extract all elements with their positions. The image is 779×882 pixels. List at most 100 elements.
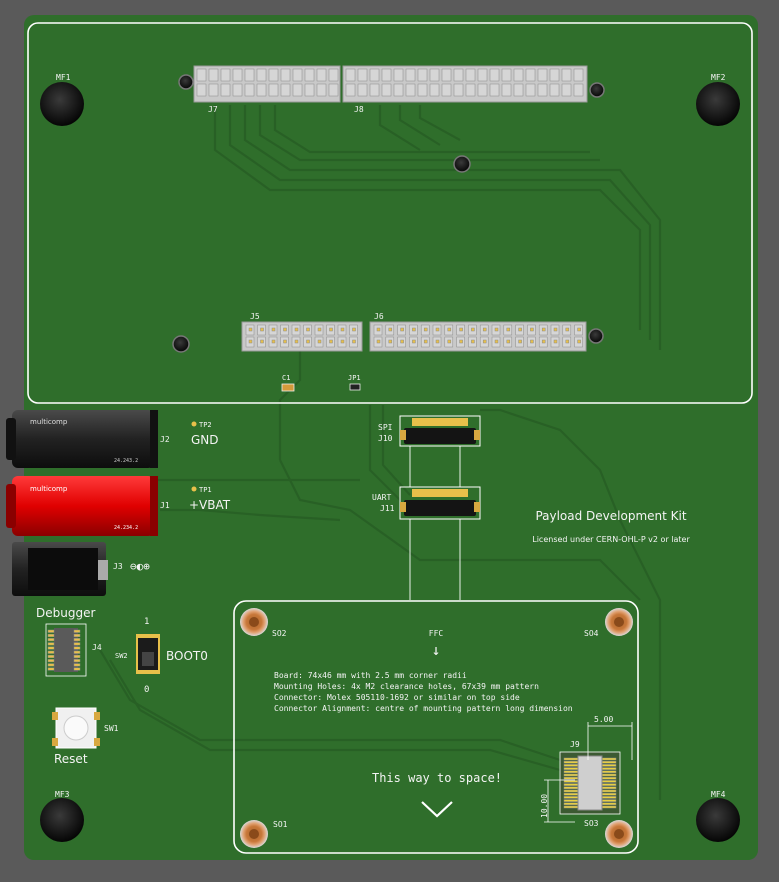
spi-label: SPI	[378, 423, 393, 432]
testpoint-tp1	[191, 486, 197, 492]
boot0-switch-sw2[interactable]: SW2 1 0	[115, 617, 160, 695]
j1-part-number: 24.234.2	[114, 525, 138, 531]
header-pin	[73, 646, 81, 650]
header-pin	[518, 327, 522, 332]
header-pin	[601, 786, 617, 790]
header-pin	[477, 83, 488, 97]
header-pin	[549, 83, 560, 97]
header-pin	[328, 68, 339, 82]
header-pin	[345, 68, 356, 82]
header-pin	[482, 339, 487, 344]
header-pin	[47, 629, 55, 633]
header-pin	[429, 83, 440, 97]
j3-polarity-symbol: ⊖◐⊕	[130, 560, 150, 573]
header-pin	[280, 83, 291, 97]
header-pin	[563, 786, 579, 790]
header-pin	[260, 339, 264, 344]
header-pin	[292, 68, 303, 82]
header-pin	[329, 327, 333, 332]
header-pin	[412, 339, 416, 344]
banana-jack-j2: multicomp 24.243.2 J2	[6, 410, 170, 468]
header-pin	[283, 327, 287, 332]
header-pin	[256, 68, 267, 82]
so3-label: SO3	[584, 819, 599, 828]
header-pin	[73, 638, 81, 642]
header-pin	[232, 68, 243, 82]
header-pin	[565, 327, 570, 332]
standoff-so1: SO1	[240, 820, 288, 848]
debugger-label: Debugger	[36, 606, 95, 620]
header-pin	[563, 802, 579, 806]
header-pin	[561, 83, 572, 97]
header-pin	[494, 339, 499, 344]
header-pin	[280, 68, 291, 82]
so2-label: SO2	[272, 629, 287, 638]
header-pin	[381, 83, 392, 97]
header-pin	[73, 667, 81, 671]
header-pin	[563, 767, 579, 770]
header-pin	[329, 339, 333, 344]
header-pin	[417, 68, 428, 82]
dc-jack-j3: J3 ⊖◐⊕	[12, 542, 150, 596]
header-pin	[317, 327, 322, 332]
header-pin	[271, 339, 276, 344]
space-label: This way to space!	[372, 771, 502, 785]
j1-label: J1	[160, 501, 170, 510]
chevron-down-icon	[421, 801, 453, 818]
copper-traces	[99, 105, 662, 800]
note-line-2: Mounting Holes: 4x M2 clearance holes, 6…	[274, 682, 539, 691]
header-pin	[340, 339, 345, 344]
reset-button-sw1[interactable]: SW1	[52, 707, 119, 749]
header-pin	[369, 83, 380, 97]
note-line-1: Board: 74x46 mm with 2.5 mm corner radii	[274, 671, 467, 680]
board-license: Licensed under CERN-OHL-P v2 or later	[532, 535, 690, 544]
via-j8-right	[589, 82, 605, 98]
header-pin	[573, 83, 584, 97]
so4-label: SO4	[584, 629, 599, 638]
mf4-label: MF4	[711, 790, 726, 799]
header-pin	[405, 68, 416, 82]
header-pin	[248, 339, 253, 344]
header-pin	[304, 68, 315, 82]
header-pin	[601, 764, 617, 767]
header-pin	[530, 327, 534, 332]
header-pin	[369, 68, 380, 82]
header-pin	[316, 68, 327, 82]
header-pin	[304, 83, 315, 97]
header-pin	[381, 68, 392, 82]
header-pin	[271, 327, 276, 332]
via-upper	[453, 155, 471, 173]
j9-label: J9	[570, 740, 580, 749]
header-pin	[563, 764, 579, 767]
header-pin	[283, 339, 287, 344]
mounting-hole-mf4: MF4	[696, 790, 740, 842]
header-pin	[563, 780, 579, 783]
ffc-arrow-icon: ↓	[431, 641, 440, 659]
header-pin	[196, 83, 207, 97]
standoff-so2: SO2	[240, 608, 287, 638]
header-pin	[268, 83, 279, 97]
header-pin	[292, 83, 303, 97]
header-pin	[573, 68, 584, 82]
header-pin	[525, 83, 536, 97]
header-pin	[73, 650, 81, 654]
header-pin	[73, 629, 81, 633]
debug-connector-j4: J4	[45, 623, 102, 677]
header-pin	[563, 770, 579, 774]
j10-label: J10	[378, 434, 393, 443]
header-pin	[563, 799, 579, 802]
j2-label: J2	[160, 435, 170, 444]
header-pin	[601, 776, 617, 780]
header-pin	[47, 646, 55, 650]
header-pin	[47, 654, 55, 658]
header-pin	[47, 663, 55, 667]
upper-board-outline	[27, 22, 753, 404]
header-pin	[73, 633, 81, 637]
pcb-board	[24, 15, 758, 860]
tp1-label: TP1	[199, 486, 212, 494]
header-pin	[601, 789, 617, 793]
jumper-jp1: JP1	[348, 374, 361, 391]
header-pin	[435, 327, 440, 332]
header-pin	[260, 327, 264, 332]
dim-height-label: 10.00	[540, 794, 549, 818]
